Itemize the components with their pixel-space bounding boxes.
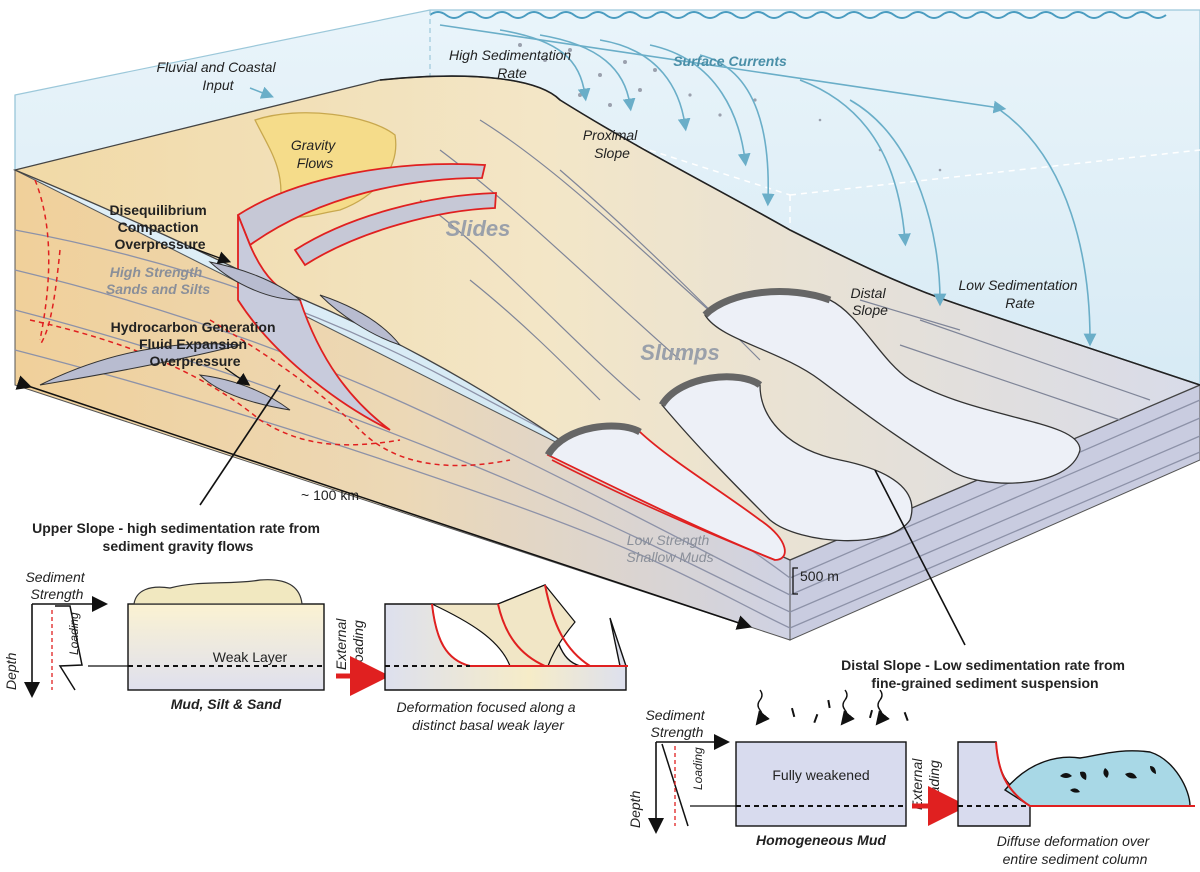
pointer-upper-slope [199,384,281,506]
distal-title-2: fine-grained sediment suspension [871,675,1098,691]
upper-ext-loading-1: External [333,618,349,670]
svg-text:Sediment Strength: Sediment Strength [645,707,708,740]
slump-scar-upper [704,291,1081,484]
label-diseq-1: Disequilibrium [109,202,206,218]
pointer-distal-slope [874,469,966,646]
upper-title-2: sediment gravity flows [103,538,254,554]
svg-text:High Strength Sands and Si: High Strength Sands and Silts [106,264,210,297]
distal-ext-loading-1: External [909,758,925,810]
distal-loading-label: Loading [691,747,705,790]
label-diseq-3: Overpressure [114,236,205,252]
upper-strength-1: Sediment [25,569,85,585]
label-high-strength-1: High Strength [110,264,203,280]
label-fluvial-1: Fluvial and Coastal [157,59,277,75]
label-slumps: Slumps [640,340,719,365]
label-hydro-1: Hydrocarbon Generation [111,319,276,335]
slide-scarp-2 [293,192,497,267]
svg-text:Sediment Strength: Sediment Strength [25,569,88,602]
upper-title-1: Upper Slope - high sedimentation rate fr… [32,520,320,536]
upper-depth-label: Depth [3,652,19,690]
distal-fully-weakened: Fully weakened [772,767,869,783]
scale-m-bracket [792,567,798,595]
svg-text:Distal Slope - Low sedimentati: Distal Slope - Low sedimentation rate fr… [841,657,1129,691]
distal-title-1: Distal Slope - Low sedimentation rate fr… [841,657,1125,673]
label-surface-currents: Surface Currents [673,53,787,69]
upper-block-deposit [133,579,303,605]
label-low-sed-2: Rate [1005,295,1035,311]
distal-caption-2: entire sediment column [1003,851,1148,867]
scale-km-arrow [15,375,753,630]
label-fluvial-2: Input [202,77,234,93]
svg-text:Low Sedimentation Rate: Low Sedimentation Rate [959,277,1082,311]
label-low-sed-1: Low Sedimentation [959,277,1078,293]
label-low-strength-1: Low Strength [627,532,710,548]
upper-caption-1: Deformation focused along a [397,699,576,715]
label-hydro-2: Fluid Expansion [139,336,247,352]
upper-ext-loading-2: Loading [350,620,366,670]
upper-weak-layer-label: Weak Layer [213,649,288,665]
distal-depth-label: Depth [627,790,643,828]
distal-caption-1: Diffuse deformation over [997,833,1151,849]
label-gravity-2: Flows [297,155,334,171]
distal-mass-flow [1003,750,1191,807]
svg-text:Diffuse deformation over e: Diffuse deformation over entire sediment… [997,833,1153,867]
label-scale-km: ~ 100 km [301,487,359,503]
svg-text:External Loading: External Loading [333,615,366,670]
label-high-sed-2: Rate [497,65,527,81]
svg-text:High Sedimentation Rate: High Sedimentation Rate [449,47,575,81]
current-arrows [249,24,1097,347]
sediment-rain-particles [518,43,942,172]
label-high-sed-1: High Sedimentation [449,47,571,63]
upper-caption-2: distinct basal weak layer [412,717,565,733]
label-proximal-2: Slope [594,145,630,161]
label-distal-2: Slope [852,302,888,318]
label-proximal-1: Proximal [583,127,638,143]
slide-scarp-1 [236,163,487,247]
water-surface-waves [429,11,1167,19]
svg-text:Proximal Slope: Proximal Slope [583,127,641,161]
distal-strength-2: Strength [651,724,704,740]
upper-strength-2: Strength [31,586,84,602]
slump-headwall-upper [702,288,832,318]
svg-text:Distal Slope: Distal Slope [851,285,890,318]
distal-ext-loading-2: Loading [926,760,942,810]
upper-slide-blocks [431,584,576,667]
svg-text:Deformation focused along a: Deformation focused along a distinct bas… [397,699,580,733]
shelf-break-line [379,75,1200,386]
upper-block [127,603,325,691]
distal-red-slip [995,741,1195,807]
label-hydro-3: Overpressure [149,353,240,369]
settling-particles [790,699,909,724]
upper-loading-label: Loading [67,612,81,655]
distal-mass-clasts [1060,766,1156,793]
svg-text:External Loading: External Loading [909,755,942,810]
distal-block [735,741,907,827]
right-layer-lines [789,399,1200,629]
distal-block-caption: Homogeneous Mud [756,832,886,848]
label-slides: Slides [446,216,511,241]
label-diseq-2: Compaction [118,219,199,235]
svg-text:Low Strength Shallow Muds: Low Strength Shallow Muds [626,532,713,565]
svg-text:Upper Slope - high sedimentati: Upper Slope - high sedimentation rate fr… [32,520,324,554]
label-distal-1: Distal [851,285,887,301]
diseq-pointer [189,246,232,264]
upper-strength-profile [55,605,83,691]
label-high-strength-2: Sands and Silts [106,281,210,297]
settling-arrows [755,689,890,726]
svg-text:Fluvial and Coastal Input: Fluvial and Coastal Input [157,59,280,93]
label-gravity-1: Gravity [291,137,336,153]
label-low-strength-2: Shallow Muds [626,549,713,565]
water-edge-top-dashed-2 [789,149,1200,196]
svg-text:Gravity Flows: Gravity Flows [291,137,339,171]
svg-text:Hydrocarbon Generation Flu: Hydrocarbon Generation Fluid Expansion O… [111,319,280,369]
label-scale-m: 500 m [800,568,839,584]
distal-strength-1: Sediment [645,707,705,723]
svg-text:Disequilibrium Compaction: Disequilibrium Compaction Overpressure [109,202,210,252]
upper-block-caption: Mud, Silt & Sand [171,696,282,712]
